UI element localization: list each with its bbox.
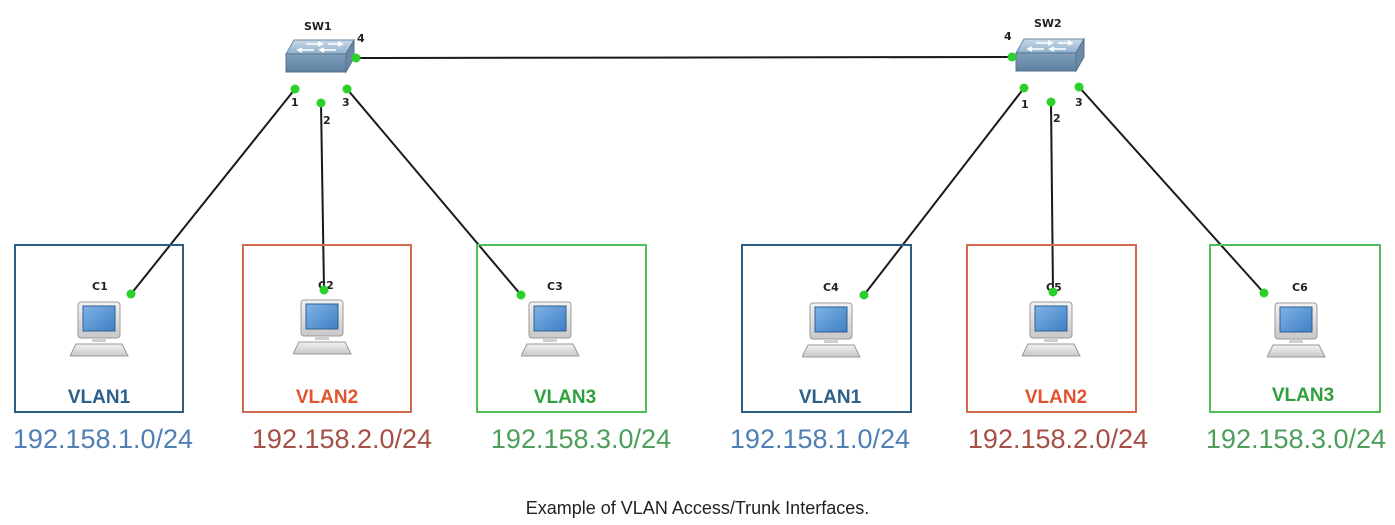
host-label: C6 xyxy=(1292,281,1308,294)
port-dot xyxy=(290,84,300,94)
port-label: 1 xyxy=(1021,98,1029,111)
switch-sw2[interactable]: SW2 1 2 3 4 xyxy=(1004,17,1085,125)
port-dot xyxy=(342,84,352,94)
figure-caption: Example of VLAN Access/Trunk Interfaces. xyxy=(525,498,870,518)
vlan-box-c4: C4 VLAN1 xyxy=(741,244,912,413)
port-label: 2 xyxy=(1053,112,1061,125)
host-label: C1 xyxy=(92,280,108,293)
vlan-label: VLAN2 xyxy=(296,387,358,408)
port-dot xyxy=(351,53,361,63)
port-label: 2 xyxy=(323,114,331,127)
subnet-label: 192.158.2.0/24 xyxy=(252,424,432,454)
switch-label: SW1 xyxy=(304,20,332,33)
port-label: 1 xyxy=(291,96,299,109)
switch-sw1[interactable]: SW1 1 2 3 4 xyxy=(285,20,365,127)
switch-icon xyxy=(1015,38,1085,72)
port-dot xyxy=(126,289,136,299)
vlan-label: VLAN3 xyxy=(1272,385,1334,406)
host-label: C4 xyxy=(823,281,839,294)
subnet-labels: 192.158.1.0/24 192.158.2.0/24 192.158.3.… xyxy=(13,424,1386,454)
computer-icon xyxy=(70,301,129,357)
port-dot xyxy=(319,285,329,295)
computer-icon xyxy=(521,301,580,357)
vlan-box-c2: C2 VLAN2 xyxy=(242,244,412,413)
port-label: 4 xyxy=(357,32,365,45)
link-c5-sw2 xyxy=(1050,101,1054,293)
vlan-label: VLAN3 xyxy=(534,387,596,408)
computer-icon xyxy=(1022,301,1081,357)
port-dot xyxy=(516,290,526,300)
vlan-box-c1: C1 VLAN1 xyxy=(14,244,184,413)
subnet-label: 192.158.2.0/24 xyxy=(968,424,1148,454)
port-dots xyxy=(126,52,1269,300)
link-c4-sw2 xyxy=(863,87,1025,296)
switch-label: SW2 xyxy=(1034,17,1062,30)
links xyxy=(130,56,1265,296)
port-dot xyxy=(1019,83,1029,93)
subnet-label: 192.158.3.0/24 xyxy=(1206,424,1386,454)
computer-icon xyxy=(802,302,861,358)
computer-icon xyxy=(293,299,352,355)
port-label: 3 xyxy=(1075,96,1083,109)
vlan-label: VLAN1 xyxy=(68,387,131,408)
port-dot xyxy=(1048,287,1058,297)
port-dot xyxy=(1007,52,1017,62)
link-c6-sw2 xyxy=(1078,86,1265,294)
link-c2-sw1 xyxy=(320,102,325,291)
port-dot xyxy=(859,290,869,300)
port-dot xyxy=(316,98,326,108)
host-label: C3 xyxy=(547,280,563,293)
switch-icon xyxy=(285,39,355,73)
link-c1-sw1 xyxy=(130,88,296,295)
vlan-box-c5: C5 VLAN2 xyxy=(966,244,1137,413)
vlan-box-c3: C3 VLAN3 xyxy=(476,244,647,413)
port-dot xyxy=(1259,288,1269,298)
port-dot xyxy=(1046,97,1056,107)
link-c3-sw1 xyxy=(346,88,522,296)
subnet-label: 192.158.1.0/24 xyxy=(730,424,910,454)
port-label: 3 xyxy=(342,96,350,109)
port-label: 4 xyxy=(1004,30,1012,43)
vlan-label: VLAN2 xyxy=(1025,387,1087,408)
vlan-box-c6: C6 VLAN3 xyxy=(1209,244,1381,413)
trunk-link xyxy=(355,56,1013,59)
subnet-label: 192.158.1.0/24 xyxy=(13,424,193,454)
computer-icon xyxy=(1267,302,1326,358)
subnet-label: 192.158.3.0/24 xyxy=(491,424,671,454)
port-dot xyxy=(1074,82,1084,92)
vlan-label: VLAN1 xyxy=(799,387,862,408)
